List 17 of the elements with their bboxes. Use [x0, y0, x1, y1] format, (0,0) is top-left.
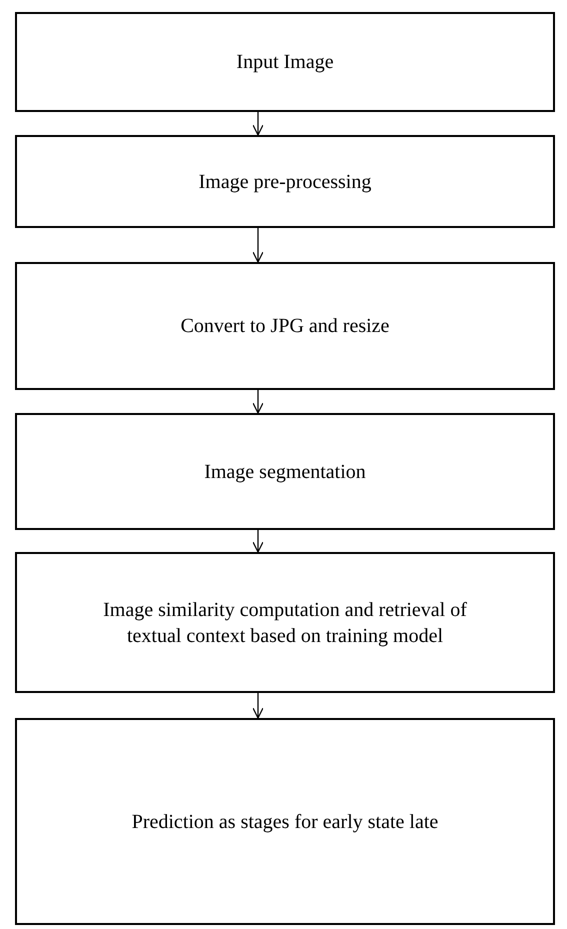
arrow — [252, 390, 264, 414]
process-box — [15, 12, 555, 112]
step-label: Prediction as stages for early state late — [132, 810, 438, 834]
step-label: Image similarity computation and retrieval of textual context based on training model — [102, 598, 468, 648]
arrow — [252, 693, 264, 719]
process-box — [15, 413, 555, 530]
arrow — [252, 228, 264, 263]
step-label: Image pre-processing — [198, 170, 372, 194]
arrow — [252, 530, 264, 553]
process-box — [15, 552, 555, 693]
step-label: Input Image — [236, 50, 334, 75]
step-label: Convert to JPG and resize — [180, 314, 390, 339]
arrow — [252, 112, 264, 136]
process-box — [15, 262, 555, 390]
process-box — [15, 718, 555, 925]
step-label: Image segmentation — [204, 460, 366, 484]
process-box — [15, 135, 555, 228]
